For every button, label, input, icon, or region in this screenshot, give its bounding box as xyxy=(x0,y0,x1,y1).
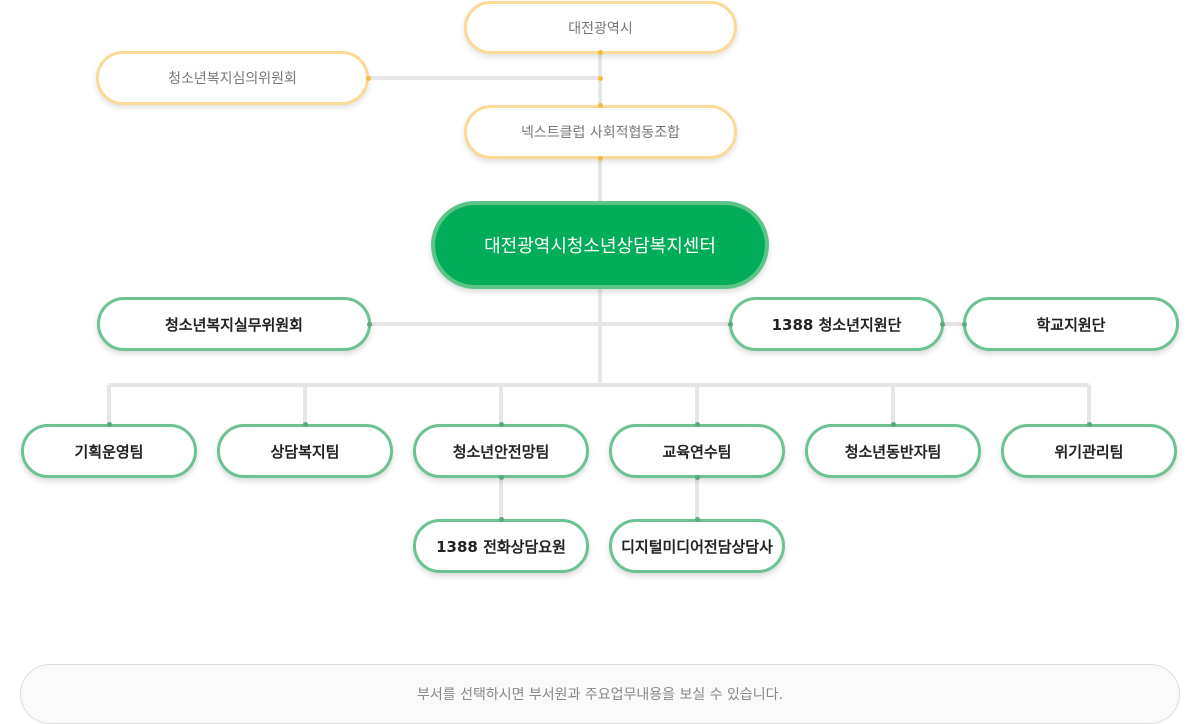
connector-dot xyxy=(367,322,372,327)
node-youth-welfare-deliberation-committee[interactable]: 청소년복지심의위원회 xyxy=(96,51,369,105)
connector-dot xyxy=(499,517,504,522)
connector-dot xyxy=(695,517,700,522)
connector-dot xyxy=(598,103,603,108)
department-select-notice: 부서를 선택하시면 부서원과 주요업무내용을 보실 수 있습니다. xyxy=(20,664,1180,724)
node-team-education-training[interactable]: 교육연수팀 xyxy=(609,424,785,478)
node-nextclub-cooperative[interactable]: 넥스트클럽 사회적협동조합 xyxy=(464,105,737,159)
node-1388-phone-counselors[interactable]: 1388 전화상담요원 xyxy=(413,519,589,573)
connector-dot xyxy=(107,422,112,427)
node-school-support-group[interactable]: 학교지원단 xyxy=(963,297,1179,351)
node-team-counseling-welfare[interactable]: 상담복지팀 xyxy=(217,424,393,478)
connector-dot xyxy=(695,475,700,480)
node-youth-welfare-working-committee[interactable]: 청소년복지실무위원회 xyxy=(97,297,371,351)
connector-dot xyxy=(366,76,371,81)
node-team-youth-companion[interactable]: 청소년동반자팀 xyxy=(805,424,981,478)
connector-dot xyxy=(940,322,945,327)
connector-dot xyxy=(695,422,700,427)
node-team-crisis-management[interactable]: 위기관리팀 xyxy=(1001,424,1177,478)
connector-dot xyxy=(598,76,603,81)
node-team-planning[interactable]: 기획운영팀 xyxy=(21,424,197,478)
connector-dot xyxy=(499,475,504,480)
node-daejeon-city[interactable]: 대전광역시 xyxy=(464,1,737,54)
connector-dot xyxy=(1087,422,1092,427)
node-digital-media-counselor[interactable]: 디지털미디어전담상담사 xyxy=(609,519,785,573)
connector-dot xyxy=(598,156,603,161)
connector-dot xyxy=(598,50,603,55)
connector-dot xyxy=(499,422,504,427)
connector-dot xyxy=(891,422,896,427)
node-1388-youth-support-group[interactable]: 1388 청소년지원단 xyxy=(729,297,944,351)
node-youth-counseling-welfare-center[interactable]: 대전광역시청소년상담복지센터 xyxy=(431,201,769,289)
node-team-youth-safety-net[interactable]: 청소년안전망팀 xyxy=(413,424,589,478)
connector-dot xyxy=(728,322,733,327)
connector-dot xyxy=(962,322,967,327)
connector-dot xyxy=(303,422,308,427)
